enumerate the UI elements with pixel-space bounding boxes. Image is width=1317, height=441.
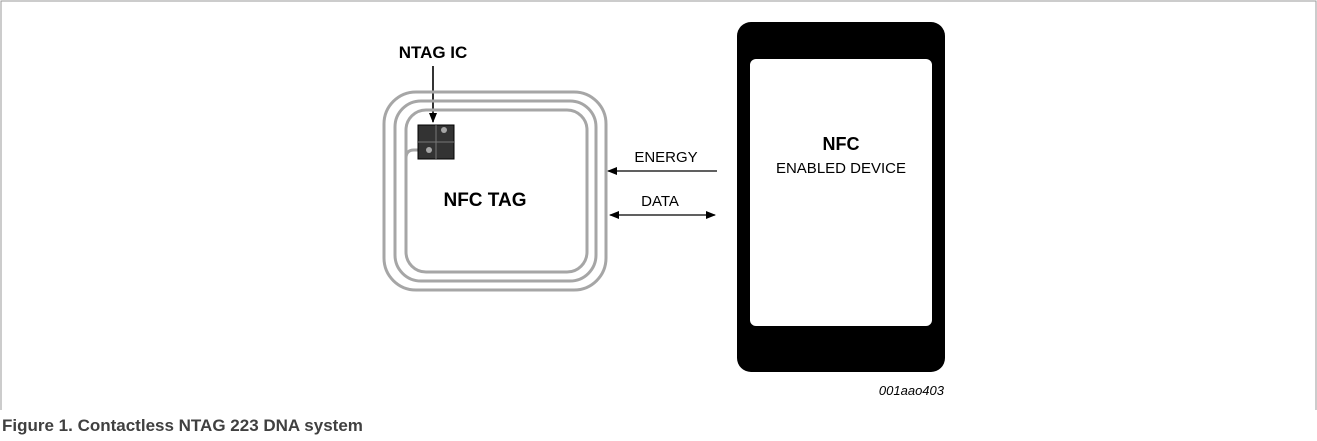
device-screen xyxy=(750,59,932,326)
antenna-loop-middle xyxy=(393,99,598,283)
figure-code: 001aao403 xyxy=(879,383,945,398)
device-title: NFC xyxy=(823,134,860,154)
antenna-loop-outer xyxy=(382,90,608,292)
figure-border xyxy=(0,0,1317,410)
antenna-loop-inner xyxy=(404,108,589,274)
ntag-chip xyxy=(417,124,455,160)
energy-label: ENERGY xyxy=(634,149,697,166)
data-label: DATA xyxy=(641,193,679,210)
antenna-lead xyxy=(404,148,429,168)
nfc-tag-label: NFC TAG xyxy=(443,190,526,211)
ntag-ic-label: NTAG IC xyxy=(399,43,468,62)
nfc-tag-antenna xyxy=(382,90,608,292)
chip-contact-top xyxy=(441,127,447,133)
chip-contact-bottom xyxy=(426,147,432,153)
device-subtitle: ENABLED DEVICE xyxy=(776,160,906,177)
figure-caption: Figure 1. Contactless NTAG 223 DNA syste… xyxy=(2,416,363,435)
nfc-device xyxy=(737,22,945,372)
